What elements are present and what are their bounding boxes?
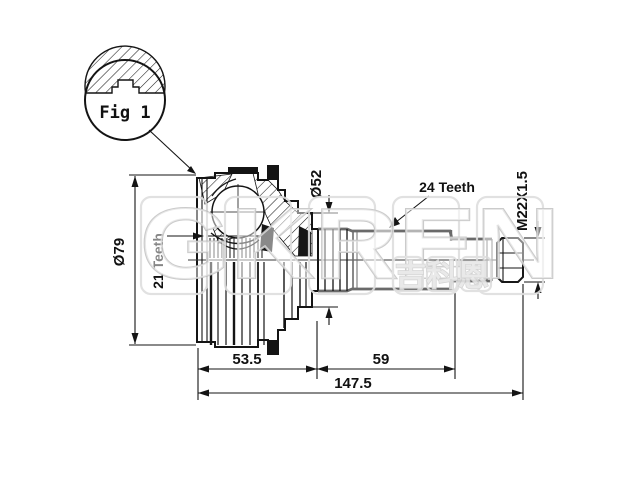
section-dark-detail (260, 224, 274, 252)
watermark: GKREN 吉科恩 (139, 187, 561, 301)
fig1-circle (84, 59, 166, 141)
boot-flange-top (268, 166, 278, 180)
overall-length-label: 147.5 (334, 375, 372, 392)
watermark-cjk-tile (425, 255, 459, 293)
body-length-label: 53.5 (232, 351, 261, 368)
watermark-brand: GKREN (140, 188, 560, 300)
watermark-tile (391, 195, 461, 296)
watermark-cjk-tile (459, 255, 493, 293)
dimension-shaft-length: 59 (317, 351, 455, 373)
thread-spec-label: M22X1.5 (514, 171, 531, 231)
boot-flange-bottom (268, 340, 278, 354)
race-lower-edges (209, 262, 307, 345)
fig1-hatched-half (84, 45, 166, 94)
dimension-body-length: 53.5 (198, 351, 317, 373)
watermark-tile (223, 195, 293, 296)
watermark-cjk-tile (391, 255, 425, 293)
boot-seat-diameter-label: Ø52 (308, 170, 325, 198)
fig1-leader-line (148, 129, 194, 172)
boot-clamp-bump (228, 167, 258, 174)
dimension-boot-seat-diameter: Ø52 (308, 170, 338, 325)
cage-arc (211, 178, 237, 197)
thread-end (496, 237, 524, 283)
shaft-length-label: 59 (373, 351, 390, 368)
fig1-detail: Fig 1 (84, 45, 196, 174)
inner-spline-label: 21 Teeth (150, 233, 166, 289)
dimension-overall-length: 147.5 (198, 375, 523, 397)
watermark-tile (307, 195, 377, 296)
fig1-leader-arrow (187, 166, 196, 174)
dimension-outer-diameter: Ø79 (111, 174, 196, 346)
fig1-label: Fig 1 (99, 103, 150, 123)
watermark-tile (139, 195, 209, 296)
dimension-inner-spline: 21 Teeth (150, 232, 204, 289)
boot-seat-grooves (317, 229, 348, 291)
outer-spline-label: 24 Teeth (419, 179, 475, 195)
section-dark-detail (298, 226, 311, 256)
outer-diameter-label: Ø79 (111, 238, 128, 266)
dimension-outer-spline: 24 Teeth (389, 179, 475, 228)
watermark-tile (475, 195, 545, 296)
watermark-cjk: 吉科恩 (395, 260, 489, 293)
